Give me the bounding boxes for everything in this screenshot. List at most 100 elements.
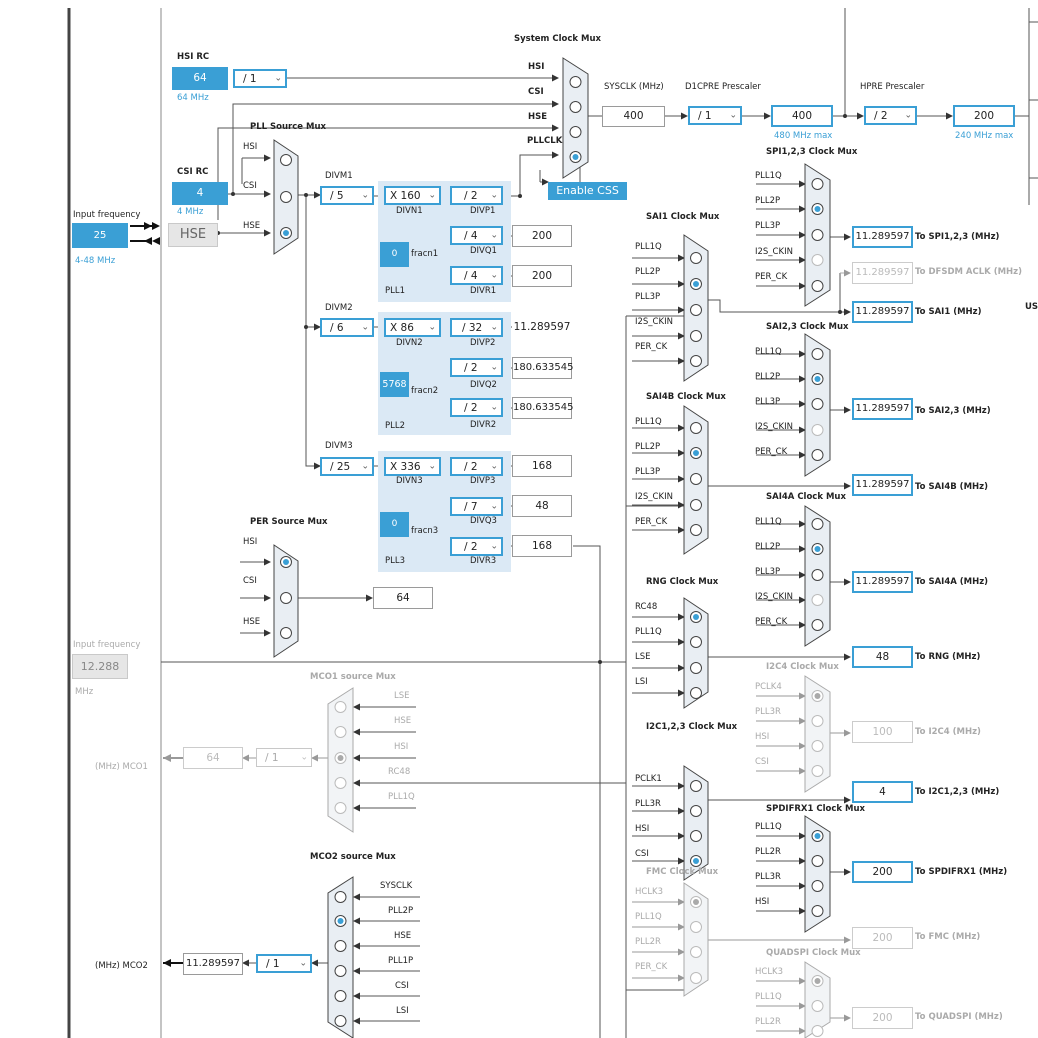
sai4b-mux-radio-4[interactable] <box>690 524 702 536</box>
divr1-select[interactable]: / 4⌄ <box>450 266 503 285</box>
ext-input-value[interactable]: 12.288 <box>72 654 128 679</box>
mco1-mux-radio-3[interactable] <box>334 777 347 789</box>
spdif-mux-radio-2[interactable] <box>811 880 824 892</box>
pll-source-mux[interactable] <box>273 139 299 255</box>
divq1-select[interactable]: / 4⌄ <box>450 226 503 245</box>
mco1-mux-radio-0[interactable] <box>334 701 347 713</box>
qspi-mux[interactable] <box>804 961 831 1038</box>
sai4a-mux-radio-3[interactable] <box>811 594 824 606</box>
spi123-mux-radio-2[interactable] <box>811 229 824 241</box>
cpu-clock-value[interactable]: 400 <box>771 105 833 127</box>
sai23-mux-radio-4[interactable] <box>811 449 824 461</box>
sai4b-mux-radio-0[interactable] <box>690 422 702 434</box>
fracn1-value[interactable]: 0 <box>380 242 409 267</box>
sai4a-mux-radio-2[interactable] <box>811 569 824 581</box>
mco2-mux-radio-2[interactable] <box>334 940 347 952</box>
pll-source-mux-radio-0[interactable] <box>280 154 292 166</box>
sai1-mux-radio-0[interactable] <box>690 252 702 264</box>
sai1-mux-radio-3[interactable] <box>690 330 702 342</box>
divn1-select[interactable]: X 160⌄ <box>384 186 441 205</box>
hsi-rc-value[interactable]: 64 <box>172 67 228 90</box>
mco2-mux-radio-4[interactable] <box>334 990 347 1002</box>
sai23-mux-radio-2[interactable] <box>811 398 824 410</box>
sai1-mux-radio-4[interactable] <box>690 355 702 367</box>
divq3-select[interactable]: / 7⌄ <box>450 497 503 516</box>
sai4a-output-value[interactable]: 11.289597 <box>852 571 913 593</box>
rng-mux-radio-2[interactable] <box>690 662 702 674</box>
spdif-mux-radio-3[interactable] <box>811 905 824 917</box>
hpre-select[interactable]: / 2⌄ <box>864 106 917 125</box>
hse-input-value[interactable]: 25 <box>72 223 128 248</box>
fmc-mux-radio-2[interactable] <box>690 946 702 958</box>
qspi-mux-radio-1[interactable] <box>811 1000 824 1012</box>
sai1-mux-radio-2[interactable] <box>690 304 702 316</box>
system-mux[interactable] <box>562 57 589 179</box>
sai1-output-value[interactable]: 11.289597 <box>852 301 913 323</box>
fracn2-value[interactable]: 5768 <box>380 372 409 397</box>
sai1-mux[interactable] <box>683 234 709 382</box>
sai4a-mux-radio-4[interactable] <box>811 619 824 631</box>
i2c123-mux-radio-2[interactable] <box>690 830 702 842</box>
i2c123-mux[interactable] <box>683 765 709 881</box>
divq2-select[interactable]: / 2⌄ <box>450 358 503 377</box>
system-mux-radio-1[interactable] <box>569 101 582 113</box>
divr2-select[interactable]: / 2⌄ <box>450 398 503 417</box>
mco2-mux-radio-3[interactable] <box>334 965 347 977</box>
d1cpre-select[interactable]: / 1⌄ <box>688 106 742 125</box>
sai23-mux-radio-3[interactable] <box>811 424 824 436</box>
mco2-mux-radio-5[interactable] <box>334 1015 347 1027</box>
i2c4-mux-radio-3[interactable] <box>811 765 824 777</box>
sai4b-mux-radio-3[interactable] <box>690 499 702 511</box>
divm1-select[interactable]: / 5⌄ <box>320 186 374 205</box>
hsi-divider-select[interactable]: / 1⌄ <box>233 69 287 88</box>
rng-mux-radio-3[interactable] <box>690 687 702 699</box>
sai23-mux[interactable] <box>804 333 831 477</box>
fmc-mux-radio-1[interactable] <box>690 921 702 933</box>
mco2-divider-select[interactable]: / 1⌄ <box>256 954 312 973</box>
divn3-select[interactable]: X 336⌄ <box>384 457 441 476</box>
divn2-select[interactable]: X 86⌄ <box>384 318 441 337</box>
csi-rc-value[interactable]: 4 <box>172 182 228 205</box>
mco1-mux-radio-1[interactable] <box>334 726 347 738</box>
per-source-mux-radio-2[interactable] <box>280 627 292 639</box>
fmc-mux[interactable] <box>683 882 709 997</box>
divp1-select[interactable]: / 2⌄ <box>450 186 503 205</box>
spi123-mux-radio-0[interactable] <box>811 178 824 190</box>
rng-mux[interactable] <box>683 597 709 709</box>
sai4b-output-value[interactable]: 11.289597 <box>852 474 913 496</box>
divp3-select[interactable]: / 2⌄ <box>450 457 503 476</box>
sai23-output-value[interactable]: 11.289597 <box>852 398 913 420</box>
spdif-output-value[interactable]: 200 <box>852 861 913 883</box>
sai4a-mux-radio-0[interactable] <box>811 518 824 530</box>
i2c4-mux-radio-2[interactable] <box>811 740 824 752</box>
mco2-mux-radio-0[interactable] <box>334 891 347 903</box>
divm3-select[interactable]: / 25⌄ <box>320 457 374 476</box>
system-mux-radio-0[interactable] <box>569 76 582 88</box>
divm2-select[interactable]: / 6⌄ <box>320 318 374 337</box>
per-source-mux-radio-1[interactable] <box>280 592 292 604</box>
i2c4-mux[interactable] <box>804 675 831 793</box>
sai23-mux-radio-0[interactable] <box>811 348 824 360</box>
per-source-mux[interactable] <box>273 544 299 658</box>
sai4a-mux[interactable] <box>804 505 831 647</box>
mco1-mux[interactable] <box>327 687 354 833</box>
system-mux-radio-2[interactable] <box>569 126 582 138</box>
divp2-select[interactable]: / 32⌄ <box>450 318 503 337</box>
i2c123-mux-radio-1[interactable] <box>690 805 702 817</box>
i2c4-mux-radio-1[interactable] <box>811 715 824 727</box>
hclk-value[interactable]: 200 <box>953 105 1015 127</box>
mco1-divider-select[interactable]: / 1⌄ <box>256 748 312 767</box>
hse-button[interactable]: HSE <box>168 223 218 247</box>
enable-css-button[interactable]: Enable CSS <box>548 182 627 200</box>
rng-output-value[interactable]: 48 <box>852 646 913 668</box>
sai4b-mux[interactable] <box>683 405 709 555</box>
spi123-mux[interactable] <box>804 163 831 307</box>
mco2-mux[interactable] <box>327 876 354 1038</box>
divr3-select[interactable]: / 2⌄ <box>450 537 503 556</box>
rng-mux-radio-1[interactable] <box>690 636 702 648</box>
i2c123-output-value[interactable]: 4 <box>852 781 913 803</box>
fmc-mux-radio-3[interactable] <box>690 972 702 984</box>
spi123-output-value[interactable]: 11.289597 <box>852 226 913 248</box>
i2c123-mux-radio-0[interactable] <box>690 780 702 792</box>
spi123-mux-radio-3[interactable] <box>811 254 824 266</box>
